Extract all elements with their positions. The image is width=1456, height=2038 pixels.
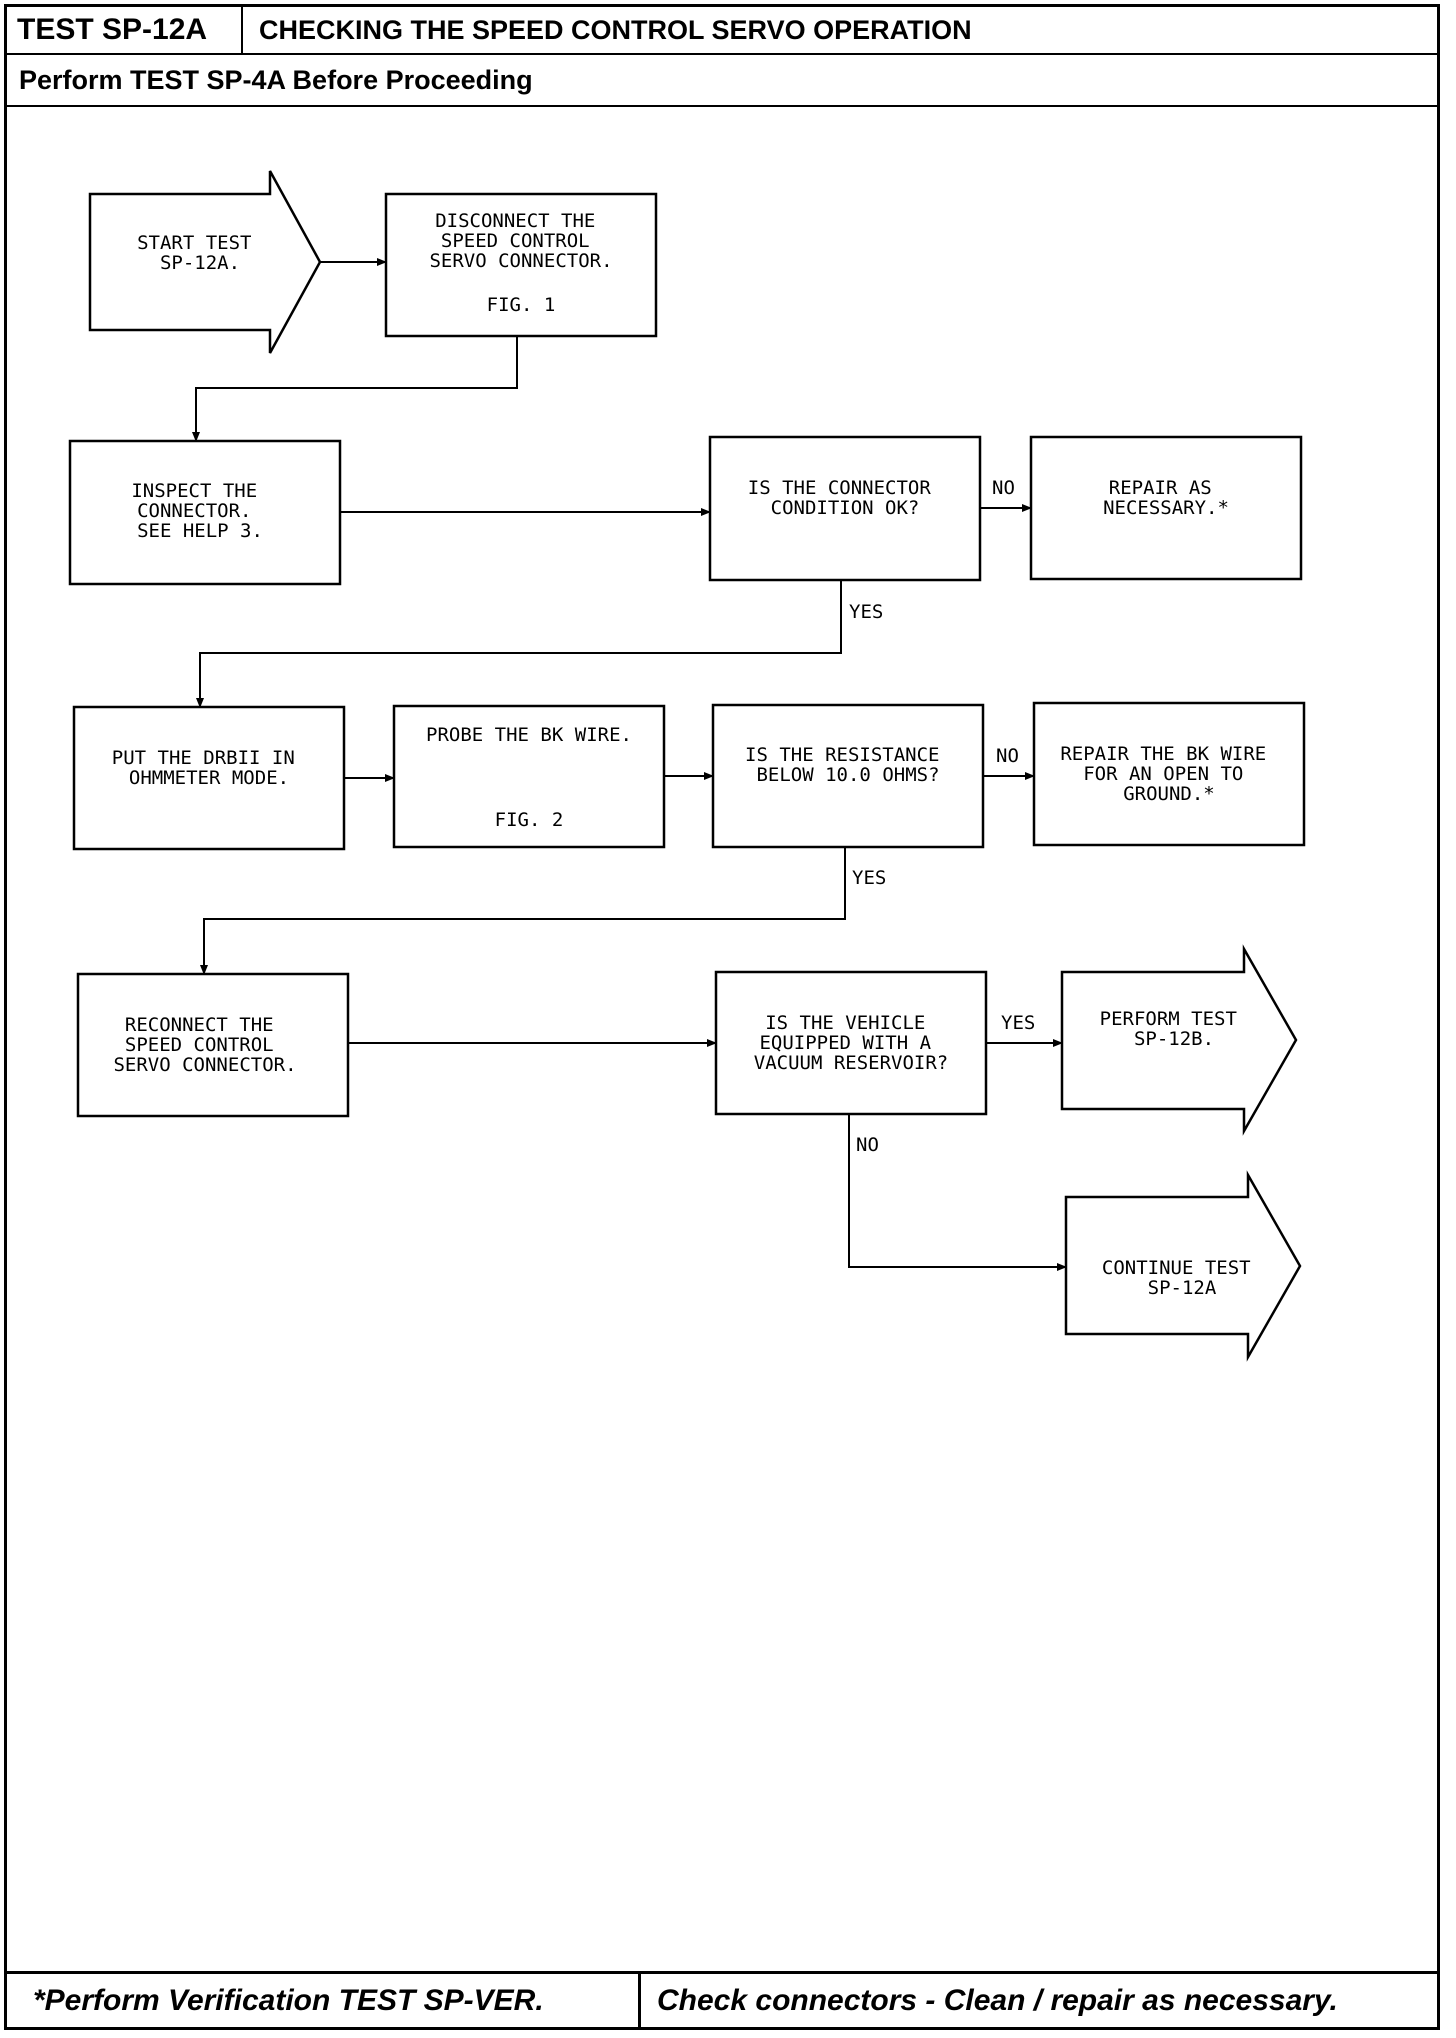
footer-verification-note: *Perform Verification TEST SP-VER. [7,1974,641,2027]
repair-as-necessary-box: REPAIR AS NECESSARY.* [1029,435,1303,581]
yes-label: YES [849,601,883,623]
fig-2-label: FIG. 2 [495,809,564,831]
connector-line [196,580,842,708]
reconnect-connector-box: RECONNECT THE SPEED CONTROL SERVO CONNEC… [76,972,350,1118]
connector-condition-decision: IS THE CONNECTOR CONDITION OK? [708,435,982,582]
test-code: TEST SP-12A [7,7,243,53]
resistance-decision: IS THE RESISTANCE BELOW 10.0 OHMS? [711,703,985,849]
start-text: START TEST SP-12A. [137,232,263,274]
connector-ok-text: IS THE CONNECTOR CONDITION OK? [748,477,942,519]
fig-1-label: FIG. 1 [487,294,556,316]
perform-12b-text: PERFORM TEST SP-12B. [1100,1008,1249,1050]
page-title: CHECKING THE SPEED CONTROL SERVO OPERATI… [259,15,972,45]
vacuum-reservoir-decision: IS THE VEHICLE EQUIPPED WITH A VACUUM RE… [714,970,988,1116]
footer: *Perform Verification TEST SP-VER. Check… [7,1971,1437,2027]
inspect-text: INSPECT THE CONNECTOR. SEE HELP 3. [131,480,268,542]
start-test-arrow: START TEST SP-12A. [88,170,322,354]
repair-as-necessary-text: REPAIR AS NECESSARY.* [1103,477,1229,519]
inspect-connector-box: INSPECT THE CONNECTOR. SEE HELP 3. [68,439,342,586]
repair-bk-wire-text: REPAIR THE BK WIRE FOR AN OPEN TO GROUND… [1060,743,1277,805]
perform-test-sp-12b-arrow: PERFORM TEST SP-12B. [1060,944,1298,1136]
disconnect-text: DISCONNECT THE SPEED CONTROL SERVO CONNE… [429,210,612,272]
drbii-text: PUT THE DRBII IN OHMMETER MODE. [112,747,306,789]
probe-bk-wire-box: PROBE THE BK WIRE. FIG. 2 [392,704,666,849]
repair-bk-wire-box: REPAIR THE BK WIRE FOR AN OPEN TO GROUND… [1032,701,1306,847]
reconnect-text: RECONNECT THE SPEED CONTROL SERVO CONNEC… [113,1014,296,1076]
continue-test-sp-12a-arrow: CONTINUE TEST SP-12A [1064,1170,1302,1362]
resistance-text: IS THE RESISTANCE BELOW 10.0 OHMS? [745,744,951,786]
probe-text: PROBE THE BK WIRE. [426,724,632,746]
header-row: TEST SP-12A CHECKING THE SPEED CONTROL S… [7,7,1437,55]
test-procedure-page: TEST SP-12A CHECKING THE SPEED CONTROL S… [4,4,1440,2030]
prerequisite-note: Perform TEST SP-4A Before Proceeding [7,55,1437,107]
yes-label: YES [1001,1012,1035,1034]
yes-label: YES [852,867,886,889]
no-label: NO [992,477,1015,499]
footer-connector-note: Check connectors - Clean / repair as nec… [657,1984,1338,2017]
disconnect-connector-box: DISCONNECT THE SPEED CONTROL SERVO CONNE… [384,192,658,338]
no-label: NO [996,745,1019,767]
no-label: NO [856,1134,879,1156]
connector-line [200,847,846,975]
vacuum-text: IS THE VEHICLE EQUIPPED WITH A VACUUM RE… [754,1012,948,1074]
drbii-ohmmeter-box: PUT THE DRBII IN OHMMETER MODE. [72,705,346,851]
continue-12a-text: CONTINUE TEST SP-12A [1102,1257,1262,1299]
connector-line [192,336,518,442]
connector-line [848,1114,1067,1271]
